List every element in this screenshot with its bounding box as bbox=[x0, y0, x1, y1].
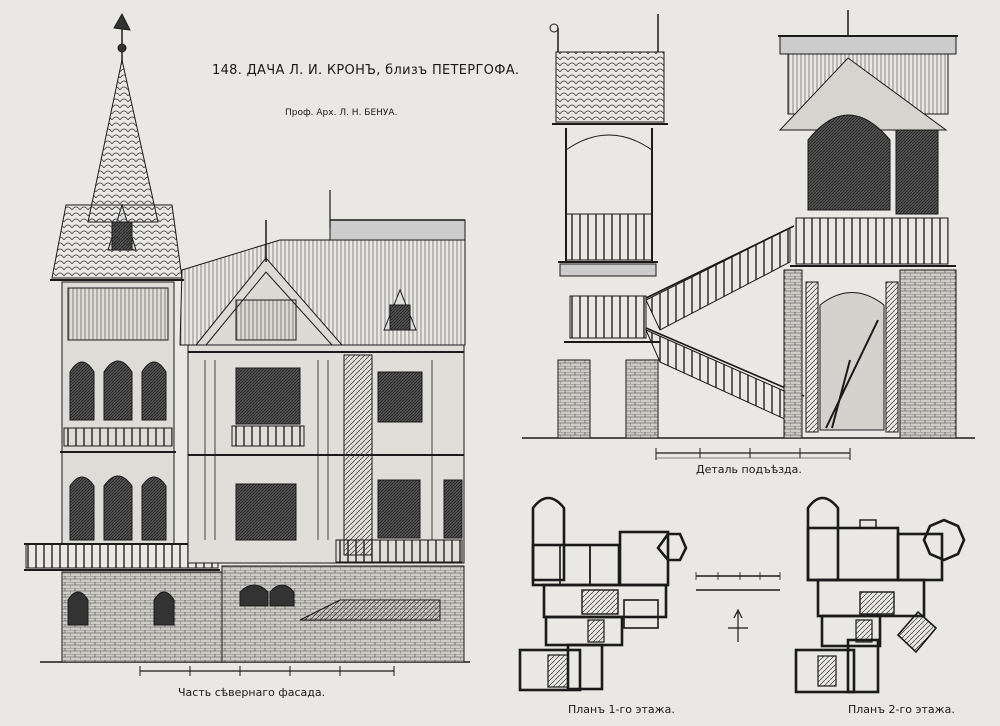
north-arrow-icon bbox=[728, 608, 748, 642]
architect-credit: Проф. Арх. Л. Н. БЕНУА. bbox=[285, 108, 398, 118]
plate-title: 148. ДАЧА Л. И. КРОНЪ, близъ ПЕТЕРГОФА. bbox=[212, 63, 520, 78]
floor-2-plan-drawing bbox=[794, 496, 966, 694]
floor-1-plan-caption: Планъ 1-го этажа. bbox=[568, 703, 675, 716]
porch-detail-caption: Деталь подъѣзда. bbox=[696, 463, 802, 476]
plan-scale-bar bbox=[695, 572, 781, 591]
porch-detail-drawing bbox=[522, 10, 975, 460]
floor-1-plan-drawing bbox=[518, 496, 688, 692]
facade-caption: Часть сѣвернаго фасада. bbox=[178, 686, 326, 699]
north-facade-drawing bbox=[24, 12, 470, 676]
floor-2-plan-caption: Планъ 2-го этажа. bbox=[848, 703, 955, 716]
